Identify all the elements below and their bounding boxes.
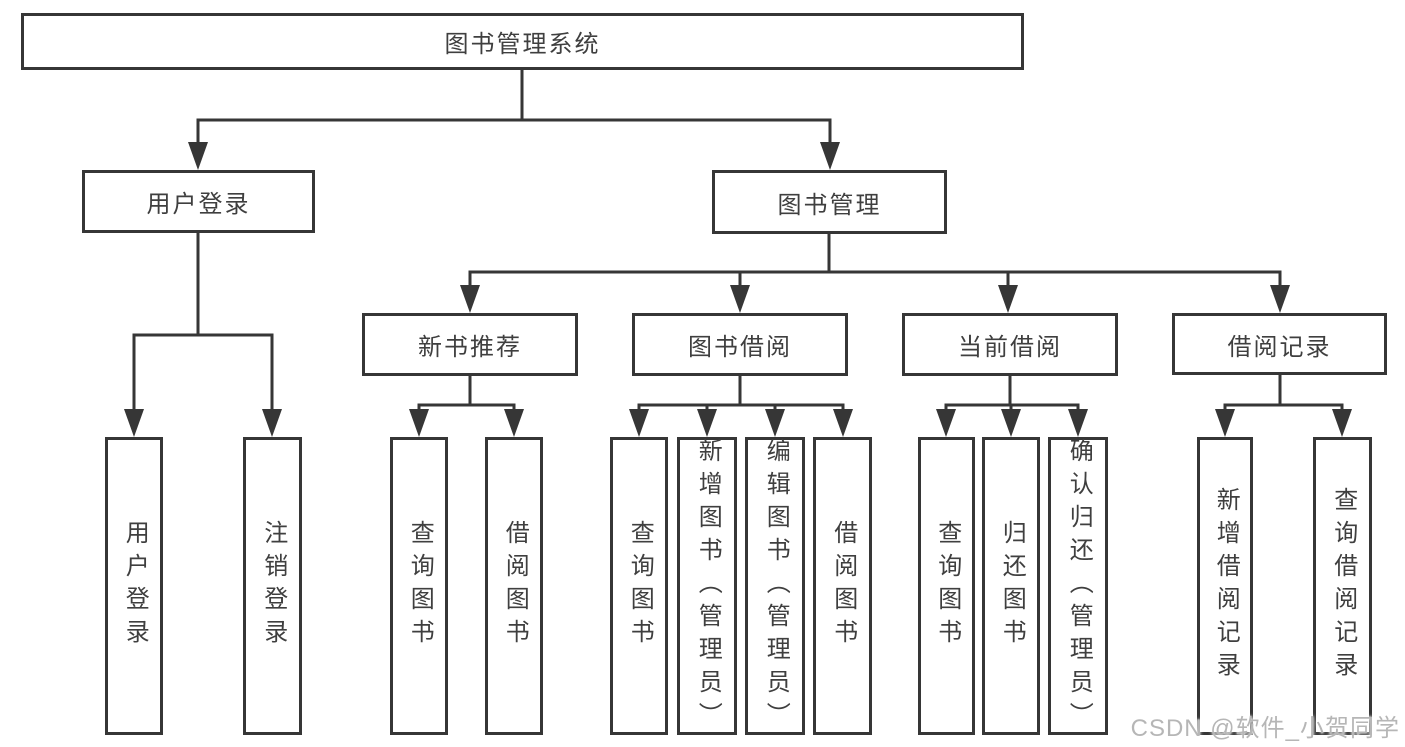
connector-user-login-children <box>132 233 274 412</box>
leaf-borrow-edit-books-admin: 编辑图书（管理员） <box>745 437 805 735</box>
connector-new-book-children <box>417 376 516 412</box>
leaf-user-login-label: 用户登录 <box>121 520 149 652</box>
leaf-borrow-borrow-books: 借阅图书 <box>813 437 872 735</box>
node-new-book-recommend: 新书推荐 <box>362 313 578 376</box>
node-root-label: 图书管理系统 <box>444 31 601 58</box>
leaf-newbook-borrow-books: 借阅图书 <box>485 437 543 735</box>
arrowheads-book-borrow-children <box>629 409 853 437</box>
node-user-login: 用户登录 <box>82 170 315 233</box>
arrowheads-level2 <box>188 142 840 170</box>
csdn-watermark: CSDN @软件_小贺同学 <box>1130 715 1400 742</box>
node-new-book-recommend-label: 新书推荐 <box>418 334 522 361</box>
arrowheads-current-borrow-children <box>936 409 1088 437</box>
connector-book-borrow-children <box>637 376 845 412</box>
connector-borrow-records-children <box>1223 375 1344 412</box>
node-book-management: 图书管理 <box>712 170 947 234</box>
leaf-newbook-query-books: 查询图书 <box>390 437 448 735</box>
connector-book-management-children <box>468 234 1282 288</box>
leaf-current-confirm-return-admin-label: 确认归还（管理员） <box>1065 437 1093 735</box>
node-book-management-label: 图书管理 <box>777 191 882 219</box>
leaf-current-confirm-return-admin: 确认归还（管理员） <box>1048 437 1108 735</box>
node-borrow-records: 借阅记录 <box>1172 313 1387 375</box>
leaf-borrow-query-books: 查询图书 <box>610 437 668 735</box>
leaf-records-add-record: 新增借阅记录 <box>1197 437 1253 735</box>
leaf-newbook-query-books-label: 查询图书 <box>406 520 434 652</box>
leaf-current-query-books: 查询图书 <box>918 437 975 735</box>
leaf-borrow-add-books-admin-label: 新增图书（管理员） <box>694 437 722 735</box>
leaf-newbook-borrow-books-label: 借阅图书 <box>501 520 529 652</box>
node-book-borrow-label: 图书借阅 <box>688 334 792 361</box>
connector-current-borrow-children <box>944 376 1080 412</box>
node-user-login-label: 用户登录 <box>146 191 251 218</box>
leaf-borrow-borrow-books-label: 借阅图书 <box>829 520 857 652</box>
arrowheads-new-book-children <box>409 409 524 437</box>
leaf-logout: 注销登录 <box>243 437 302 735</box>
node-borrow-records-label: 借阅记录 <box>1227 333 1332 361</box>
leaf-borrow-query-books-label: 查询图书 <box>626 520 654 652</box>
leaf-user-login: 用户登录 <box>105 437 163 735</box>
leaf-current-query-books-label: 查询图书 <box>933 520 961 652</box>
connector-root-to-level2 <box>196 70 832 145</box>
leaf-current-return-books-label: 归还图书 <box>998 520 1026 652</box>
node-current-borrow-label: 当前借阅 <box>958 334 1062 361</box>
arrowheads-borrow-records-children <box>1215 409 1352 437</box>
leaf-records-query-record: 查询借阅记录 <box>1313 437 1372 735</box>
leaf-borrow-edit-books-admin-label: 编辑图书（管理员） <box>762 437 790 735</box>
node-root-system: 图书管理系统 <box>21 13 1024 70</box>
leaf-logout-label: 注销登录 <box>259 520 287 652</box>
leaf-records-query-record-label: 查询借阅记录 <box>1329 487 1357 685</box>
node-current-borrow: 当前借阅 <box>902 313 1118 376</box>
arrowheads-level3 <box>460 285 1290 313</box>
arrowheads-user-login-children <box>124 409 282 437</box>
node-book-borrow: 图书借阅 <box>632 313 848 376</box>
leaf-borrow-add-books-admin: 新增图书（管理员） <box>677 437 737 735</box>
leaf-records-add-record-label: 新增借阅记录 <box>1212 487 1240 685</box>
leaf-current-return-books: 归还图书 <box>982 437 1040 735</box>
